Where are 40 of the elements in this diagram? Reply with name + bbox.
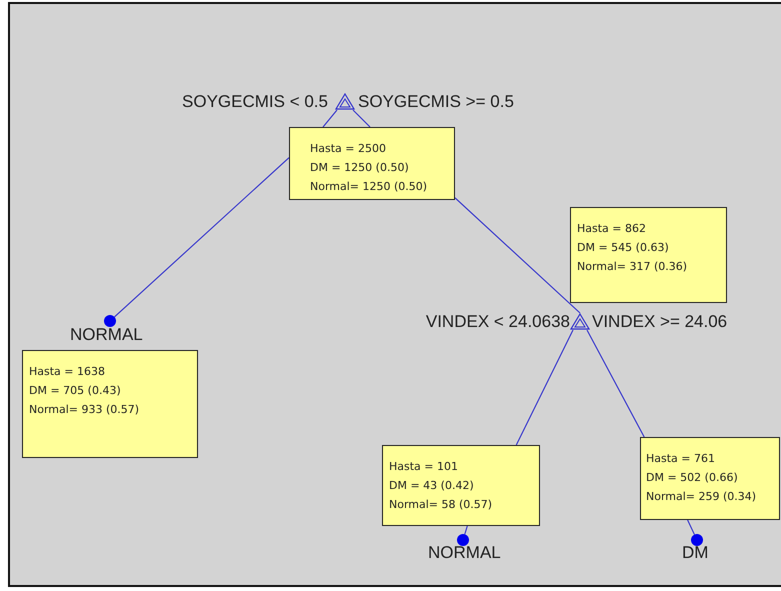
node-statistic: Normal= 933 (0.57) [29,402,140,418]
info-box [570,207,727,303]
class-label: NORMAL [428,543,501,563]
node-statistic: DM = 502 (0.66) [646,470,739,486]
info-box [22,350,198,458]
leaf-dot-icon [691,534,703,546]
info-box [382,445,540,526]
split-triangle-icon [335,93,355,110]
branch-line [687,520,695,535]
split-condition: SOYGECMIS < 0.5 [182,92,328,112]
split-condition: VINDEX >= 24.06 [592,312,728,332]
info-box [289,127,455,200]
branch-line [352,110,370,128]
node-statistic: Normal= 58 (0.57) [389,497,494,513]
node-statistic: Normal= 259 (0.34) [646,489,758,505]
node-statistic: Hasta = 761 [646,451,716,467]
info-box [640,437,780,520]
split-triangle-icon [570,313,590,330]
node-statistic: DM = 43 (0.42) [389,478,475,494]
node-statistic: Hasta = 1638 [29,364,106,380]
node-statistic: DM = 1250 (0.50) [310,160,410,176]
class-label: NORMAL [70,325,143,345]
split-condition: VINDEX < 24.0638 [426,312,570,332]
branch-line [114,157,290,318]
branch-line [322,110,338,128]
node-statistic: Normal= 1250 (0.50) [310,179,428,195]
leaf-dot-icon [457,534,469,546]
node-statistic: Normal= 317 (0.36) [577,259,688,275]
branch-line [516,330,574,446]
branch-line [454,197,580,314]
branch-line [586,330,645,438]
node-statistic: Hasta = 862 [577,221,648,237]
split-condition: SOYGECMIS >= 0.5 [358,92,514,112]
node-statistic: Hasta = 2500 [310,141,388,157]
class-label: DM [682,543,708,563]
branch-line [464,526,468,534]
node-statistic: DM = 545 (0.63) [577,240,670,256]
node-statistic: Hasta = 101 [389,459,460,475]
leaf-dot-icon [104,315,116,327]
node-statistic: DM = 705 (0.43) [29,383,122,399]
